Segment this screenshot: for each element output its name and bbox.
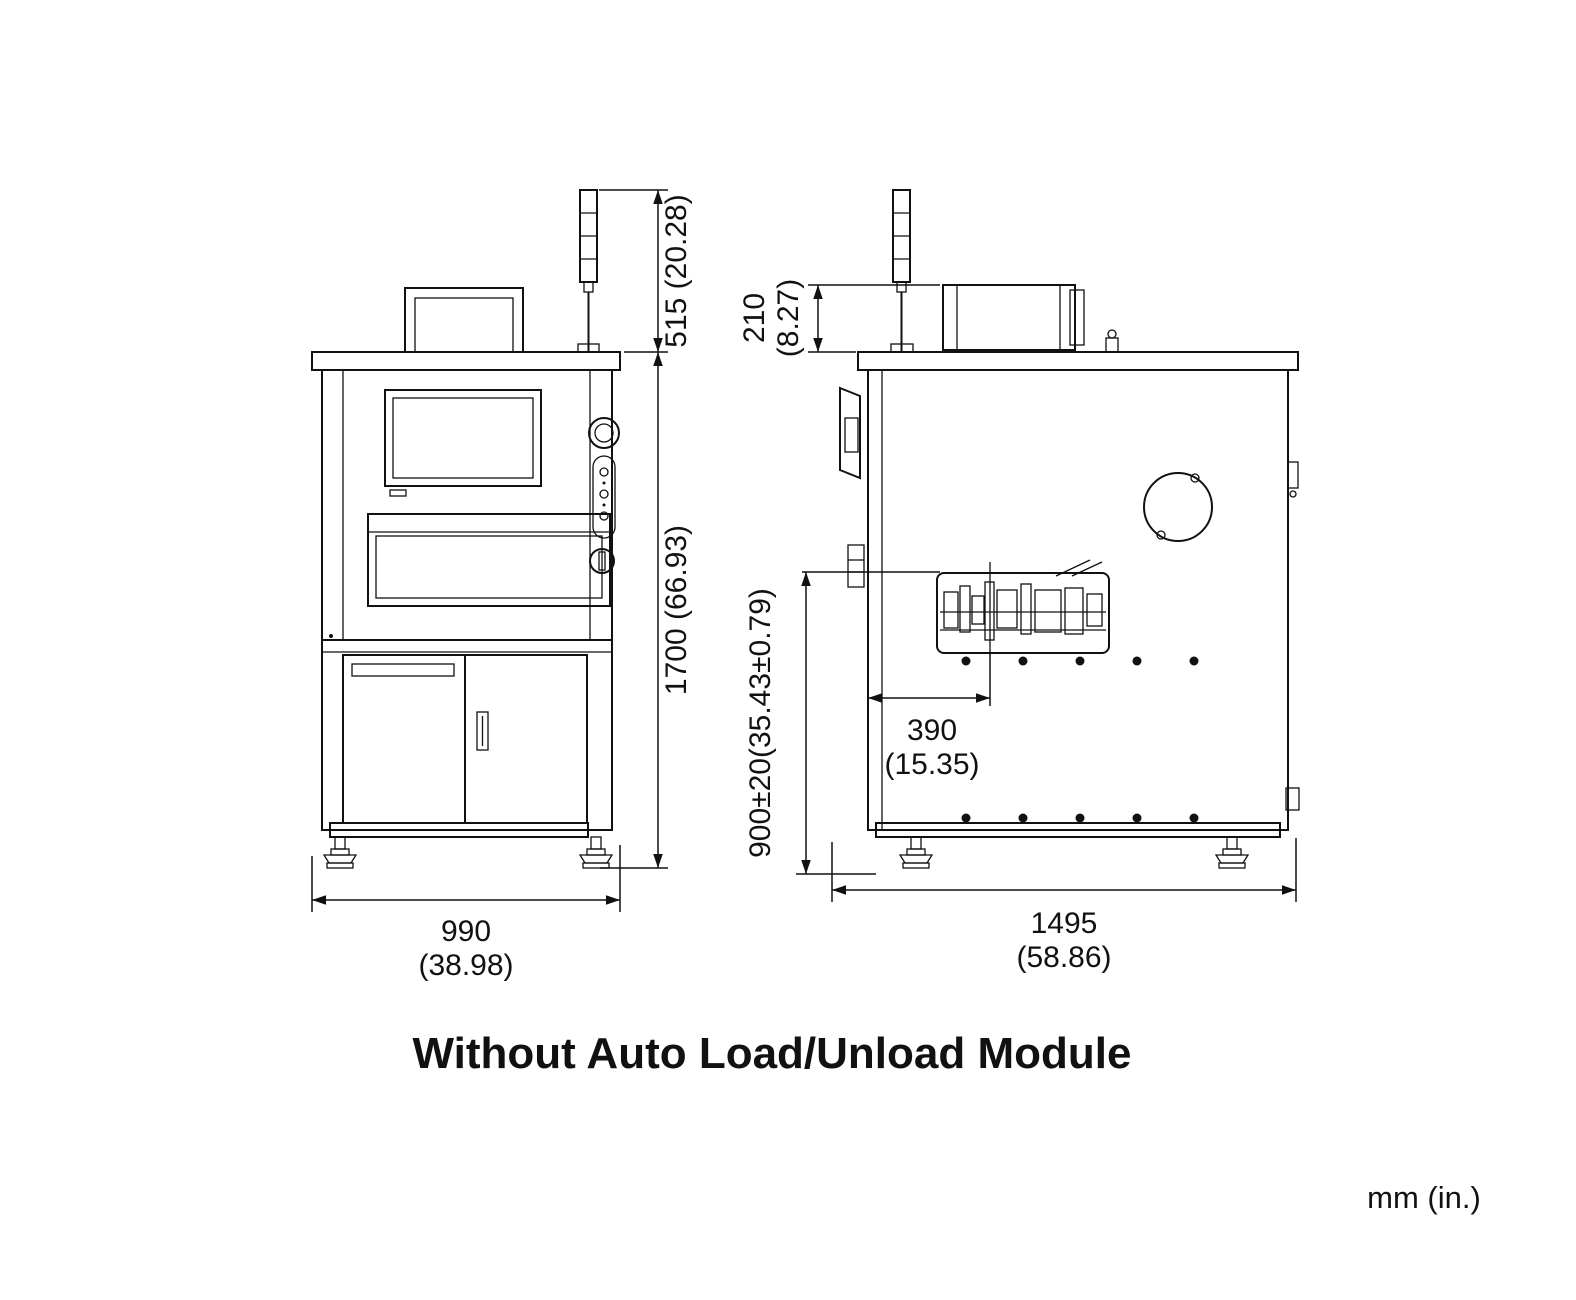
signal-tower [577, 189, 600, 353]
dim-front-width-in: (38.98) [418, 949, 513, 982]
dim-offset-mm: 390 [907, 714, 957, 747]
mechanism-detail [936, 559, 1110, 654]
key-switch [589, 548, 615, 574]
control-buttons [592, 455, 616, 539]
dim-working-height: 900±20(35.43±0.79) [744, 588, 777, 858]
machine-body-side [857, 351, 1299, 838]
top-unit [942, 284, 1119, 353]
side-hole [1143, 472, 1213, 542]
dim-tower-height: 515 (20.28) [660, 194, 693, 347]
dim-side-width-mm: 1495 [1031, 907, 1098, 940]
display-screen [384, 389, 542, 497]
leveling-feet-side [898, 836, 1250, 869]
mounting-dots [961, 656, 1199, 823]
side-view-dimensions: 210 (8.27) 900±20(35.43±0.79) 390 (15.35… [738, 279, 1297, 974]
front-view-dimensions: 515 (20.28) 1700 (66.93) 990 (38.98) [311, 189, 693, 982]
emergency-stop-button [588, 417, 620, 449]
machine-body [311, 351, 621, 831]
signal-tower-side [890, 189, 914, 353]
top-handle [404, 287, 524, 353]
dim-side-width-in: (58.86) [1016, 941, 1111, 974]
dim-offset-in: (15.35) [884, 748, 979, 781]
side-view [839, 189, 1300, 869]
tray-slot [367, 513, 611, 607]
dim-top-height-mm: 210 [738, 293, 771, 343]
cabinet-doors [342, 654, 588, 824]
drawing-caption: Without Auto Load/Unload Module [413, 1029, 1132, 1078]
dim-top-height-in: (8.27) [772, 279, 805, 357]
front-view [311, 189, 621, 869]
dim-machine-height: 1700 (66.93) [660, 525, 693, 695]
dim-front-width-mm: 990 [441, 915, 491, 948]
units-label: mm (in.) [1367, 1180, 1481, 1215]
base-and-feet [322, 822, 614, 869]
